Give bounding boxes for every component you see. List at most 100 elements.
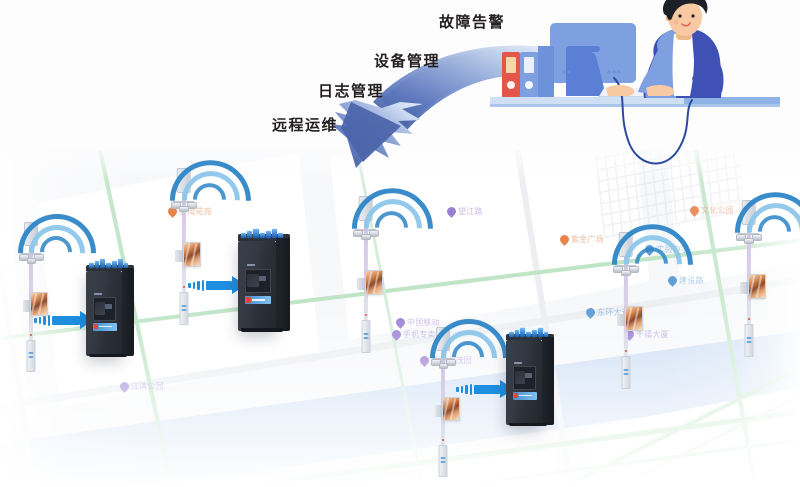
cabinet-display[interactable] bbox=[514, 371, 526, 384]
map-poi-poi-4[interactable]: 紫金广场 bbox=[558, 233, 604, 246]
cabinet-base bbox=[88, 353, 128, 357]
cabinet-connector bbox=[106, 263, 112, 269]
cabinet-brand-mark bbox=[105, 304, 112, 309]
pole-camera-arm bbox=[738, 232, 760, 235]
screen-highlight bbox=[365, 270, 373, 294]
pole-antenna-box bbox=[436, 327, 450, 351]
person-shirt bbox=[672, 34, 694, 96]
flow-label-device-mgmt: 设备管理 bbox=[374, 52, 441, 70]
cabinet-connector bbox=[278, 232, 284, 238]
control-cabinet-cabinet-3[interactable] bbox=[506, 327, 554, 426]
arrow-shaft bbox=[474, 384, 500, 394]
cabinet-top bbox=[506, 334, 554, 341]
monitor-dot bbox=[607, 70, 611, 74]
map-poi-label: 文化公园 bbox=[701, 206, 734, 215]
pole-display-screen[interactable] bbox=[624, 305, 644, 331]
pole-camera bbox=[27, 258, 36, 264]
pole-camera-arm bbox=[615, 264, 637, 267]
map-pin-icon bbox=[390, 328, 403, 341]
smart-pole-pole-6[interactable] bbox=[735, 200, 767, 358]
cabinet-connector bbox=[88, 263, 94, 269]
pole-equipment-box bbox=[23, 300, 30, 312]
pole-antenna-box bbox=[24, 222, 38, 246]
cabinet-connector bbox=[508, 332, 514, 338]
cabinet-brand-mark bbox=[94, 292, 102, 295]
cabinet-connector bbox=[265, 230, 272, 238]
pole-display-screen[interactable] bbox=[364, 269, 384, 295]
cabinet-brand-mark bbox=[246, 263, 256, 267]
arrow-shaft bbox=[52, 315, 80, 325]
pole-base-label bbox=[181, 304, 187, 307]
map-poi-poi-1[interactable]: 中国移动 bbox=[394, 316, 440, 329]
binder-blue-ring bbox=[525, 81, 533, 89]
screen-highlight bbox=[625, 306, 633, 330]
cabinet-top bbox=[86, 265, 134, 272]
cabinet-connector bbox=[117, 259, 123, 269]
control-cabinet-cabinet-2[interactable] bbox=[238, 227, 290, 333]
binder-red-label bbox=[506, 57, 516, 73]
cabinet-id-label bbox=[92, 322, 117, 331]
cabinet-side-panel bbox=[276, 237, 290, 331]
pole-camera bbox=[34, 254, 44, 261]
pole-base-label bbox=[363, 336, 369, 339]
person-hair bbox=[665, 0, 708, 20]
control-cabinet-cabinet-1[interactable] bbox=[86, 258, 134, 357]
pole-display-screen[interactable] bbox=[182, 241, 202, 267]
desk-top bbox=[490, 97, 780, 106]
pole-base-cabinet bbox=[744, 323, 754, 358]
pole-display-screen[interactable] bbox=[442, 397, 460, 421]
pole-camera bbox=[361, 233, 371, 240]
cabinet-connector bbox=[520, 328, 526, 338]
binder-backdrop bbox=[538, 46, 554, 98]
screen-highlight bbox=[37, 293, 44, 315]
cabinet-display[interactable] bbox=[94, 302, 106, 315]
pole-antenna-box bbox=[176, 168, 191, 194]
cabinet-side-panel bbox=[121, 268, 134, 356]
pole-base-label bbox=[623, 372, 629, 375]
screen-highlight bbox=[755, 274, 762, 298]
cabinet-display[interactable] bbox=[247, 273, 259, 288]
cabinet-connector bbox=[259, 232, 265, 238]
map-poi-poi-11[interactable]: 江滨公园 bbox=[118, 380, 164, 393]
smart-pole-pole-1[interactable] bbox=[18, 222, 48, 372]
map-poi-poi-5[interactable]: 文化公园 bbox=[688, 204, 734, 217]
smart-pole-pole-2[interactable] bbox=[170, 168, 202, 326]
cabinet-connector bbox=[247, 230, 253, 238]
cable bbox=[613, 77, 693, 165]
top-white-gradient bbox=[0, 142, 800, 182]
map-poi-poi-9[interactable]: 望江路 bbox=[445, 205, 483, 218]
pole-display-screen[interactable] bbox=[747, 273, 767, 299]
map-poi-label: 江滨公园 bbox=[131, 382, 164, 391]
pole-base-label bbox=[28, 352, 34, 354]
pole-base-cabinet bbox=[361, 319, 371, 354]
desk-top-right bbox=[684, 97, 780, 106]
smart-pole-pole-4[interactable] bbox=[430, 327, 460, 477]
arrow-dash bbox=[43, 315, 46, 325]
pole-camera bbox=[744, 237, 754, 244]
arrow-dash bbox=[38, 316, 41, 324]
cabinet-brand-mark bbox=[258, 275, 267, 282]
arrow-dash bbox=[465, 384, 468, 394]
map-pin-icon bbox=[688, 204, 701, 217]
arrow-dash bbox=[192, 281, 195, 289]
cabinet-connector bbox=[537, 328, 543, 338]
arrow-shaft bbox=[206, 280, 232, 290]
pole-camera bbox=[751, 233, 763, 241]
cabinet-led bbox=[93, 324, 99, 330]
pole-status-led bbox=[624, 349, 627, 352]
cabinet-connector-row bbox=[88, 259, 129, 269]
map-pin-icon bbox=[445, 205, 458, 218]
pole-camera bbox=[353, 229, 364, 237]
desk-edge bbox=[490, 104, 780, 107]
pole-camera bbox=[621, 269, 631, 276]
binder-red-ring bbox=[507, 81, 515, 89]
smart-pole-pole-3[interactable] bbox=[352, 196, 384, 354]
screen-highlight bbox=[449, 398, 456, 420]
smart-pole-pole-5[interactable] bbox=[612, 232, 644, 390]
person-hair-sweep bbox=[663, 0, 674, 18]
pole-status-led bbox=[30, 334, 32, 336]
pole-display-screen[interactable] bbox=[30, 292, 48, 316]
map-pin-icon bbox=[584, 306, 597, 319]
arrow-dash bbox=[188, 282, 191, 288]
